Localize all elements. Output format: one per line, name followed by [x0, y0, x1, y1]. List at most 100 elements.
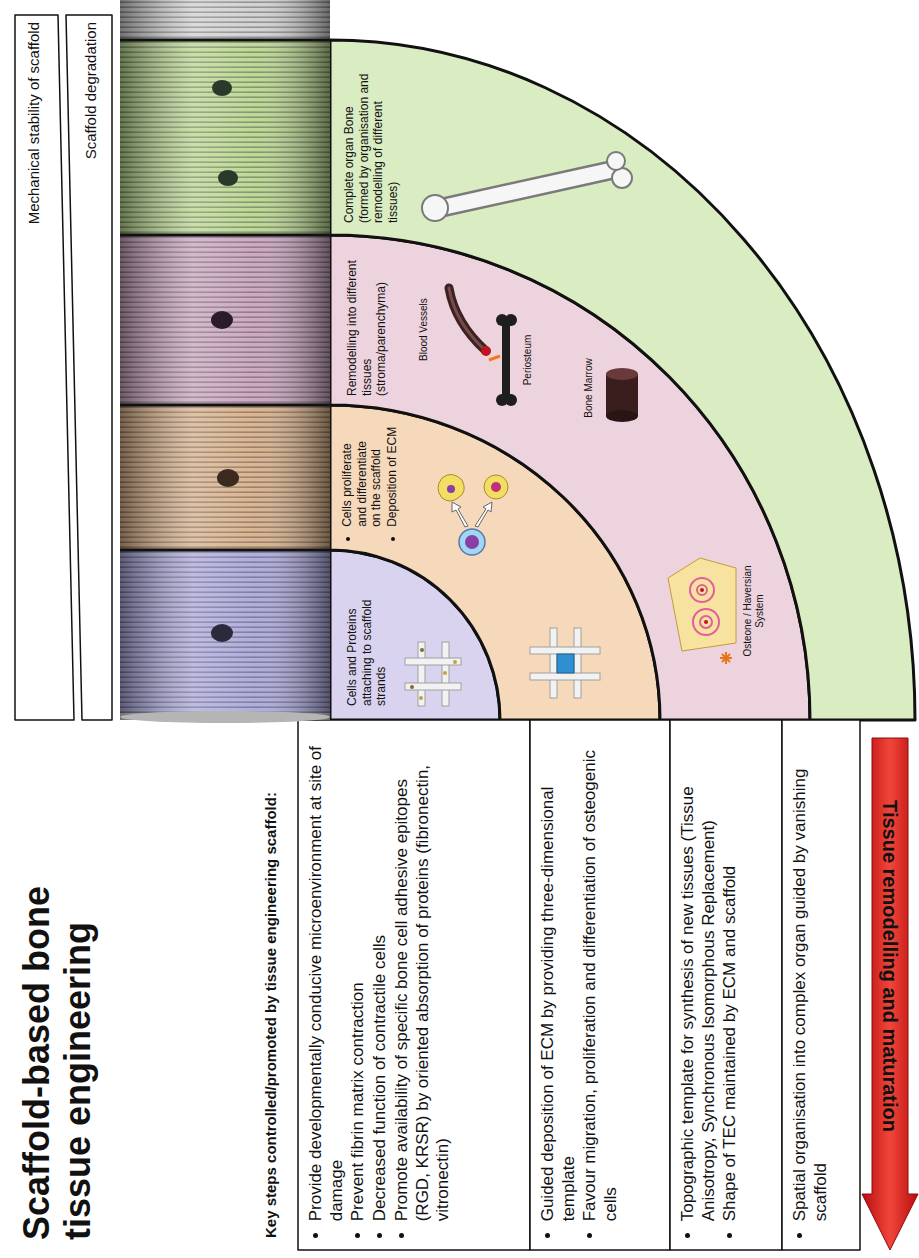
- degradation-wedge: Scaffold degradation: [66, 15, 112, 720]
- cell-nucleus: [465, 535, 479, 549]
- bullet-text: Prevent fibrin matrix contraction: [348, 734, 369, 1221]
- node-text: Remodelling into different tissues (stro…: [345, 258, 389, 396]
- key-step-row: Topographic template for synthesis of ne…: [670, 720, 782, 1250]
- text-block: Topographic template for synthesis of ne…: [678, 734, 741, 1240]
- key-step-row: Guided deposition of ECM by providing th…: [530, 720, 670, 1250]
- label-frame: Periosteum: [522, 322, 534, 398]
- scaffold-strand: [405, 658, 461, 665]
- key-step-row-shape: [298, 720, 530, 1250]
- protein-dot: [443, 671, 447, 675]
- segment-divider: [120, 549, 330, 552]
- text-block: Cells proliferate and differentiate on t…: [340, 426, 400, 540]
- text-block: Cells and Proteins attaching to scaffold…: [345, 568, 389, 706]
- bullet-text: Topographic template for synthesis of ne…: [678, 734, 719, 1221]
- bullet-text: Decreased function of contractile cells: [370, 734, 391, 1221]
- text-frame: Guided deposition of ECM by providing th…: [538, 734, 623, 1240]
- scaffold-strand: [574, 628, 581, 698]
- maturation-arrow-shape: [862, 738, 918, 1250]
- scaffold-strand: [442, 642, 449, 706]
- text-block: Tissue remodelling and maturation: [878, 800, 902, 1132]
- text-block: Remodelling into different tissues (stro…: [345, 258, 389, 396]
- bone-knob: [505, 394, 517, 406]
- degradation-wedge-shape: [66, 15, 112, 720]
- femur-condyle: [612, 168, 632, 188]
- figure-title: Scaffold-based bone tissue engineering: [16, 800, 99, 1240]
- stage-band-shape: [330, 40, 915, 720]
- text-frame: Scaffold degradation: [82, 22, 100, 340]
- key-step-row: Provide developmentally conducive microe…: [298, 720, 530, 1250]
- text-block: Spatial organisation into complex organ …: [790, 734, 831, 1240]
- text-frame: Complete organ Bone (formed by organisat…: [342, 63, 401, 223]
- stem-cell: [459, 529, 485, 555]
- bullet-text: Cells proliferate and differentiate on t…: [340, 426, 384, 527]
- cell-nucleus: [491, 482, 501, 492]
- marrow-end: [606, 368, 638, 380]
- bullet-list: Cells proliferate and differentiate on t…: [340, 426, 400, 540]
- marrow-body: [606, 374, 638, 416]
- label-frame: Blood Vessels: [418, 279, 430, 361]
- bullet-list: Spatial organisation into complex organ …: [790, 734, 831, 1240]
- bullet-text: Favour migration, proliferation and diff…: [580, 734, 621, 1221]
- title-frame: Scaffold-based bone tissue engineering: [16, 800, 99, 1240]
- icon-label: Blood Vessels: [418, 279, 430, 361]
- bone-shaft: [502, 324, 510, 396]
- haversian-ring: [697, 585, 707, 595]
- cylinder-cap: [120, 711, 330, 723]
- node-outline: [15, 15, 74, 720]
- text-block: Provide developmentally conducive microe…: [306, 734, 454, 1240]
- text-frame: Tissue remodelling and maturation: [862, 742, 918, 1190]
- label-frame: Bone Marrow: [583, 350, 595, 426]
- scaffold-strand: [530, 673, 600, 680]
- bullet-text: Promote availability of specific bone ce…: [392, 734, 454, 1221]
- segment-divider: [120, 39, 330, 42]
- haversian-canal: [704, 620, 708, 624]
- node-text: Mechanical stability of scaffold: [25, 22, 43, 340]
- protein-dot: [419, 696, 423, 700]
- stability-wedge: Mechanical stability of scaffold: [15, 15, 74, 720]
- text-frame: Remodelling into different tissues (stro…: [345, 258, 389, 396]
- icon-label: Bone Marrow: [583, 350, 595, 426]
- femur-head: [422, 195, 448, 221]
- key-step-row-shape: [530, 720, 670, 1250]
- femur-condyle: [607, 152, 625, 170]
- ecm-block: [557, 654, 574, 673]
- node-outline: [330, 235, 810, 720]
- pore: [211, 624, 233, 642]
- stability-wedge-shape: [15, 15, 74, 720]
- protein-dot: [410, 685, 414, 689]
- node-text: Cells and Proteins attaching to scaffold…: [345, 568, 389, 706]
- table-heading: Key steps controlled/promoted by tissue …: [262, 718, 279, 1238]
- scaffold-strand: [550, 628, 557, 698]
- text-block: Scaffold degradation: [82, 22, 100, 340]
- label-frame: Osteone / Haversian System: [742, 556, 765, 666]
- icon-label: Periosteum: [522, 322, 534, 398]
- text-block: Mechanical stability of scaffold: [25, 22, 43, 340]
- icon-label: Osteone / Haversian System: [742, 556, 765, 666]
- bullet-list: Provide developmentally conducive microe…: [306, 734, 454, 1240]
- key-step-row-shape: [782, 720, 860, 1250]
- cylinder-shading: [120, 0, 330, 720]
- text-frame: Provide developmentally conducive microe…: [306, 734, 455, 1240]
- key-step-row-shape: [670, 720, 782, 1250]
- haversian-ring: [693, 609, 719, 635]
- haversian-ring: [700, 616, 712, 628]
- node-outline: [330, 40, 915, 720]
- stage-band: Remodelling into different tissues (stro…: [330, 235, 810, 720]
- text-frame: Spatial organisation into complex organ …: [790, 734, 832, 1240]
- text-frame: Mechanical stability of scaffold: [25, 22, 43, 340]
- vessel-end: [481, 346, 491, 356]
- node-text: Scaffold degradation: [82, 22, 100, 340]
- protein-dot: [453, 660, 457, 664]
- haversian-ring: [690, 578, 714, 602]
- haversian-canal: [700, 588, 704, 592]
- bullet-text: Provide developmentally conducive microe…: [306, 734, 347, 1221]
- cylinder-stripes: [120, 0, 330, 720]
- pore: [211, 311, 233, 329]
- text-frame: Cells and Proteins attaching to scaffold…: [345, 568, 389, 706]
- bone-marrow-icon: [606, 368, 638, 422]
- text-frame: Cells proliferate and differentiate on t…: [340, 426, 401, 540]
- scaffold-strand: [418, 642, 425, 706]
- pore: [212, 80, 232, 96]
- bone-knob: [505, 314, 517, 326]
